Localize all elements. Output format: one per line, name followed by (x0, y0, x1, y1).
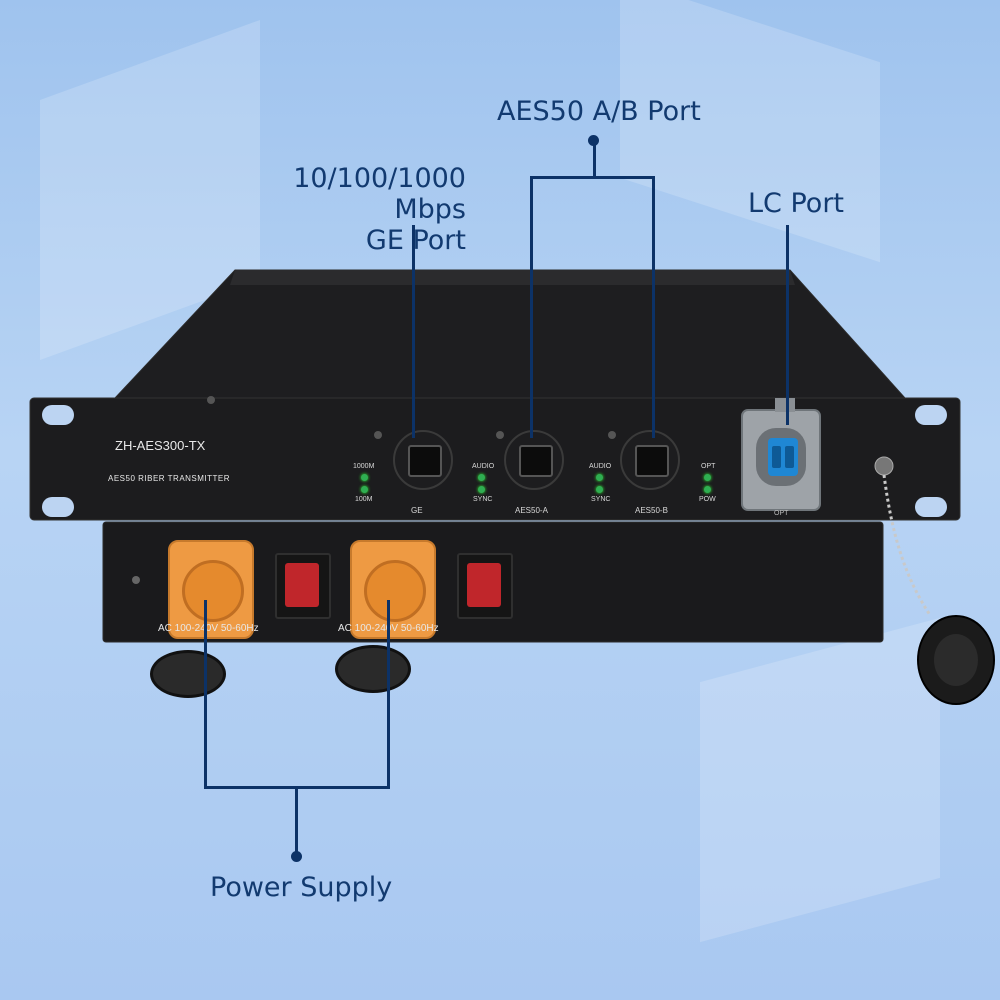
led-label-sync-b: SYNC (591, 496, 611, 503)
led-label-audio-b: AUDIO (589, 463, 612, 470)
led-label-sync-a: SYNC (473, 496, 493, 503)
model-label: ZH-AES300-TX (115, 438, 206, 453)
lc-port-label: OPT (774, 510, 789, 517)
callout-line (412, 225, 415, 438)
power-switch-2[interactable] (457, 553, 513, 619)
led-pow (704, 486, 711, 493)
led-audio-a (478, 474, 485, 481)
dust-cap-1 (150, 650, 226, 698)
description-label: AES50 RIBER TRANSMITTER (108, 474, 231, 483)
callout-ge-line2: GE Port (365, 225, 466, 257)
callout-aes50-ports: AES50 A/B Port (497, 96, 701, 127)
power-switch-1[interactable] (275, 553, 331, 619)
callout-line (786, 225, 789, 425)
callout-line (295, 786, 298, 854)
callout-line (204, 600, 207, 788)
aes50-a-label: AES50-A (515, 506, 548, 515)
callout-power-supply: Power Supply (210, 872, 393, 903)
led-opt (704, 474, 711, 481)
ge-port-label: GE (411, 506, 423, 515)
led-audio-b (596, 474, 603, 481)
aes50-a-port[interactable] (504, 430, 564, 490)
led-sync-b (596, 486, 603, 493)
callout-line (652, 176, 655, 438)
callout-dot (291, 851, 302, 862)
callout-line (387, 600, 390, 788)
led-label-opt: OPT (701, 463, 716, 470)
led-1000m (361, 474, 368, 481)
led-label-1000m: 1000M (353, 463, 375, 470)
callout-ge-line1: 10/100/1000 Mbps (293, 163, 466, 226)
led-label-audio-a: AUDIO (472, 463, 495, 470)
callout-ge-port: 10/100/1000 Mbps GE Port (232, 163, 466, 256)
callout-line (530, 176, 533, 438)
led-sync-a (478, 486, 485, 493)
callout-lc-port: LC Port (748, 188, 845, 219)
dust-cap-2 (335, 645, 411, 693)
aes50-b-port[interactable] (620, 430, 680, 490)
callout-line (530, 176, 655, 179)
ge-port[interactable] (393, 430, 453, 490)
led-label-pow: POW (699, 496, 716, 503)
led-100m (361, 486, 368, 493)
aes50-b-label: AES50-B (635, 506, 668, 515)
ac-label-1: AC 100-240V 50-60Hz (158, 623, 259, 634)
lc-port[interactable] (742, 410, 820, 510)
power-connector-2[interactable] (350, 540, 436, 639)
led-label-100m: 100M (355, 496, 373, 503)
callout-line (593, 140, 596, 178)
power-connector-1[interactable] (168, 540, 254, 639)
